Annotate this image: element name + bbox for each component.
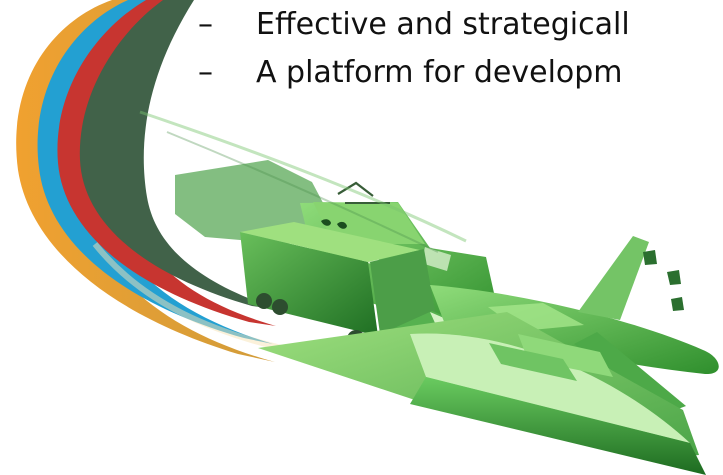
airplane-icon [430, 236, 719, 412]
ship-icon [258, 312, 706, 475]
bullet-text: A platform for developm [256, 55, 623, 90]
bullet-marker: – [198, 55, 213, 90]
bullet-item-2: – A platform for developm [198, 48, 623, 98]
bullet-text: Effective and strategicall [256, 7, 630, 42]
bullet-marker: – [198, 7, 213, 42]
rainbow-ribbon-icon [16, 0, 319, 362]
bullet-item-1: – Effective and strategicall [198, 0, 630, 50]
